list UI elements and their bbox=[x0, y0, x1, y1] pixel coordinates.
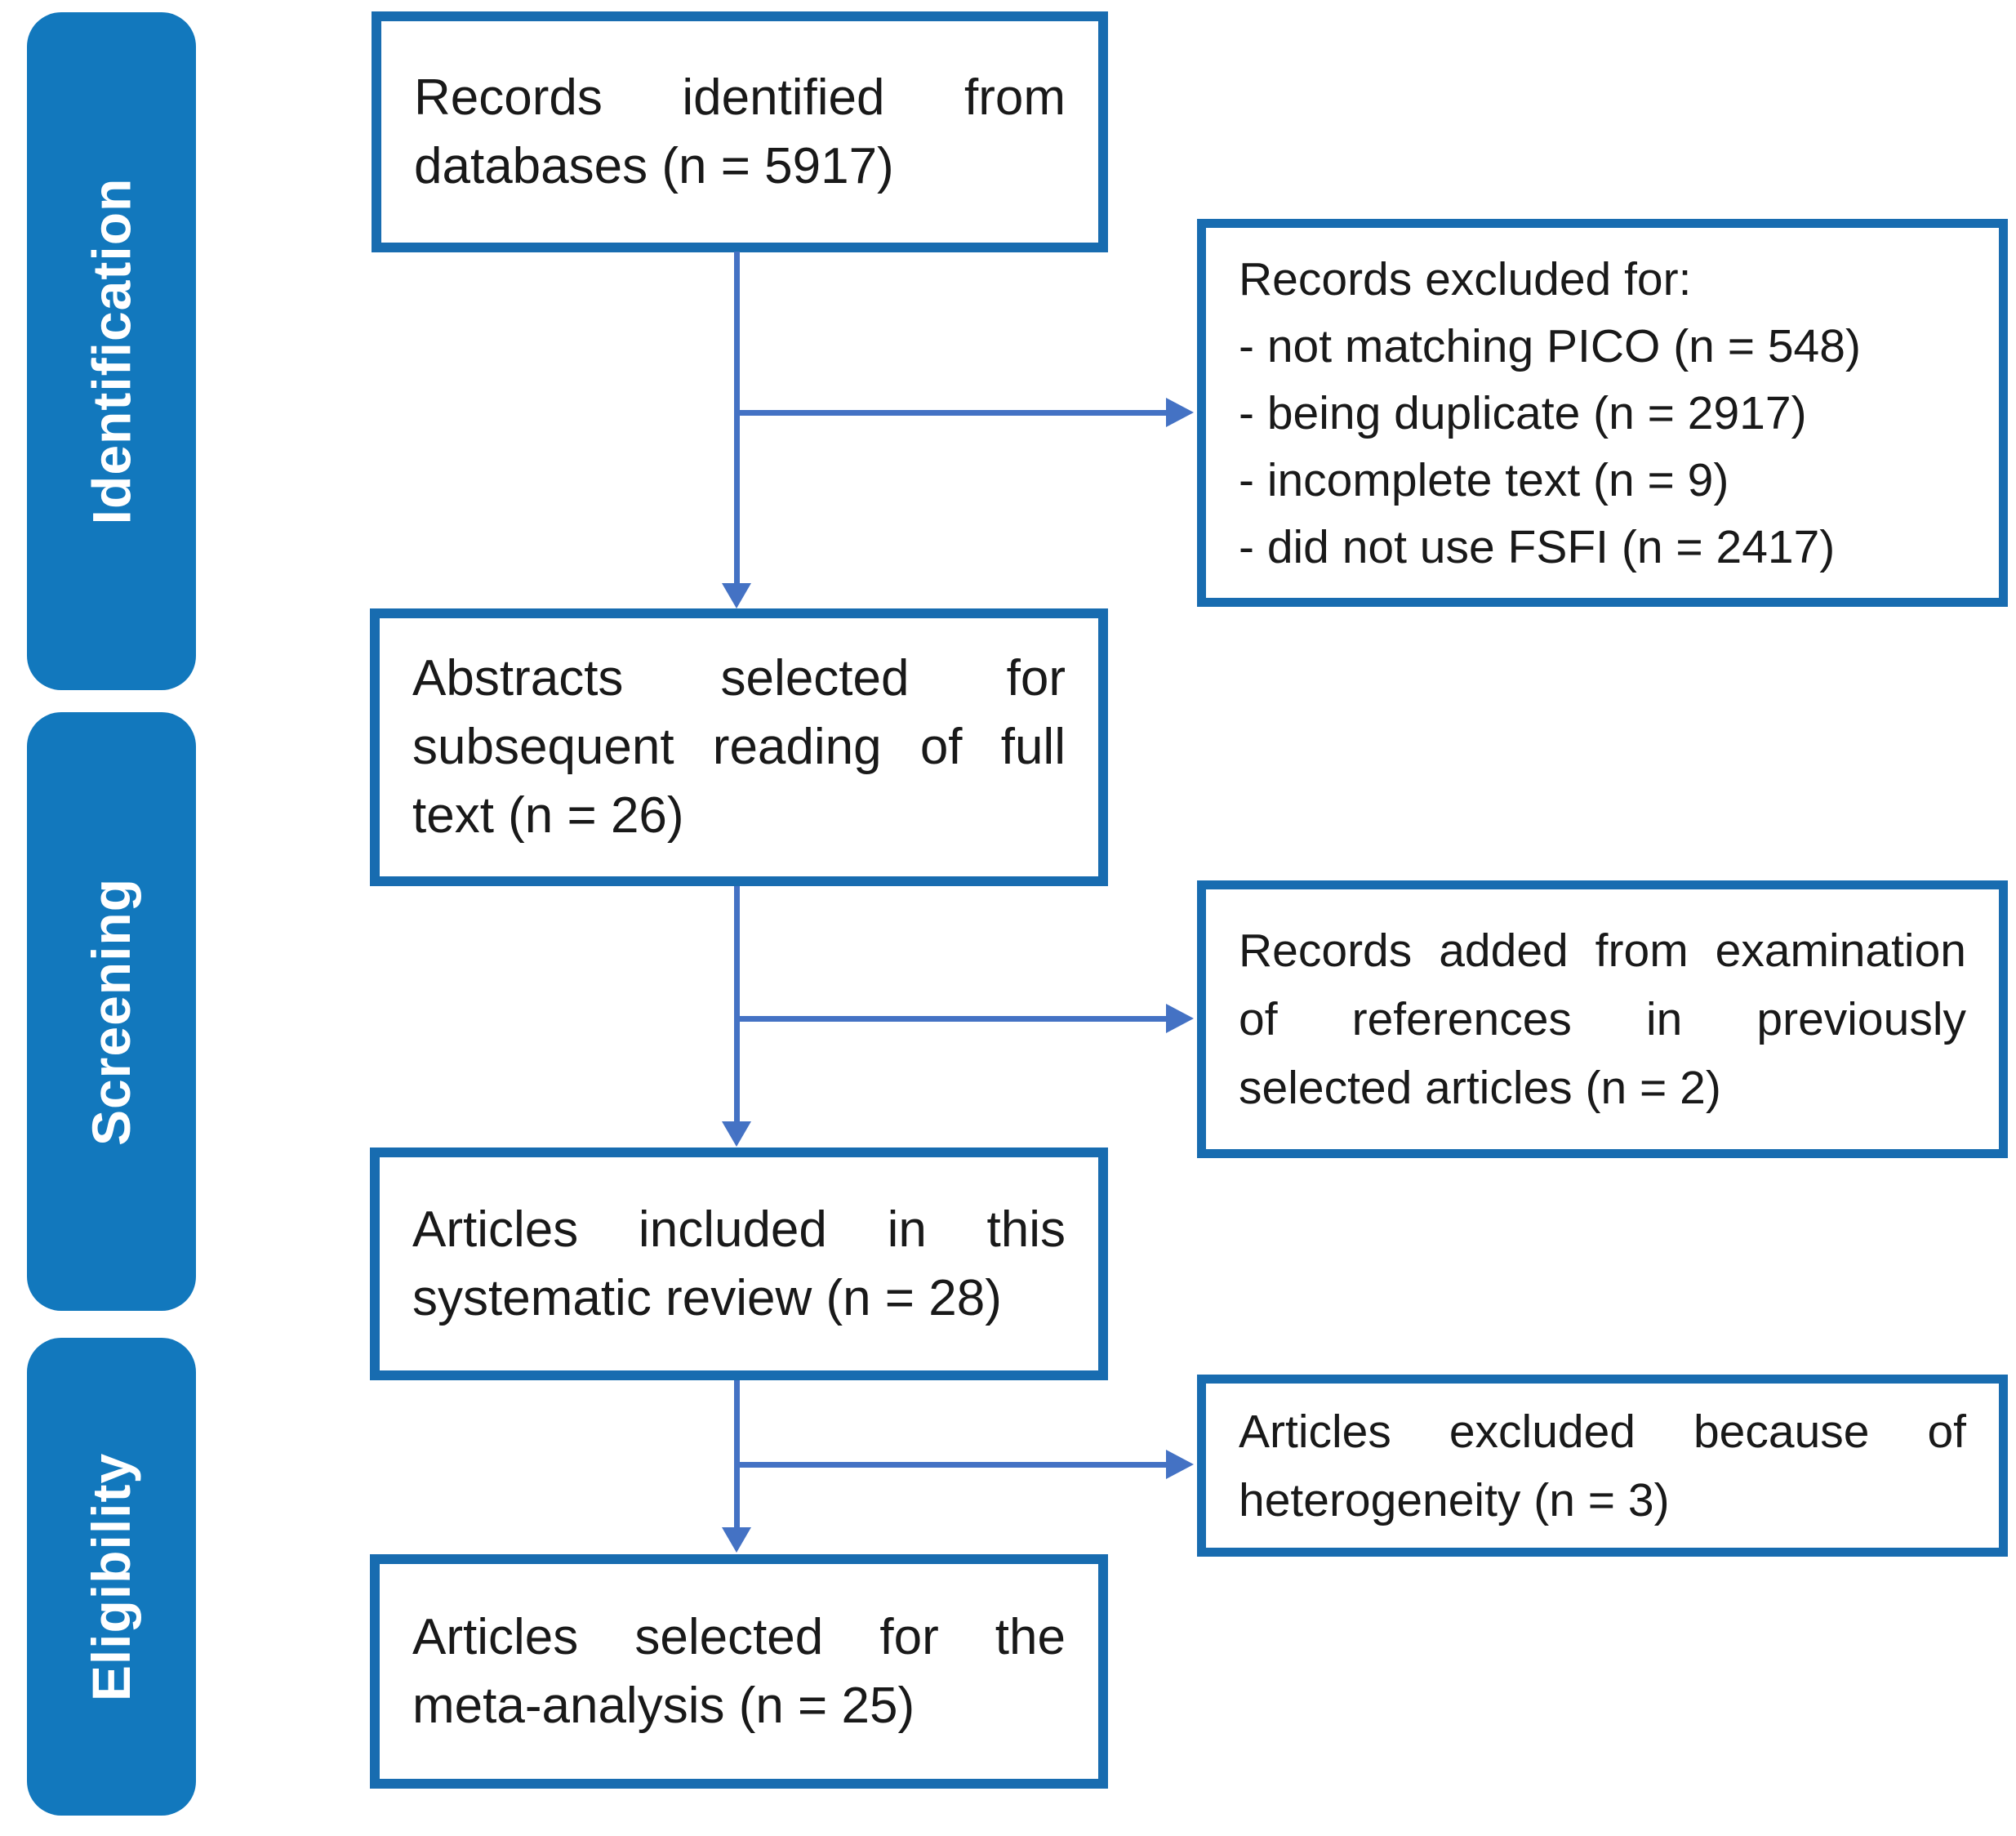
records-excluded-item: - being duplicate (n = 2917) bbox=[1239, 386, 1807, 439]
box-articles-excluded: Articles excluded because of heterogenei… bbox=[1197, 1375, 2008, 1557]
box-articles-selected: Articles selected for the meta-analysis … bbox=[370, 1554, 1108, 1789]
box-articles-selected-text: Articles selected for the meta-analysis … bbox=[412, 1608, 1066, 1734]
box-articles-included: Articles included in this systematic rev… bbox=[370, 1148, 1108, 1380]
box-records-identified-text: Records identified from databases (n = 5… bbox=[414, 69, 1066, 194]
box-articles-excluded-text: Articles excluded because of heterogenei… bbox=[1239, 1405, 1966, 1526]
connector-included-to-selected bbox=[734, 1380, 740, 1529]
box-records-excluded-text: Records excluded for: - not matching PIC… bbox=[1206, 246, 1999, 581]
records-excluded-heading: Records excluded for: bbox=[1239, 252, 1692, 305]
connector-to-records-added bbox=[737, 1016, 1168, 1022]
box-abstracts-selected: Abstracts selected for subsequent readin… bbox=[370, 608, 1108, 886]
stage-screening: Screening bbox=[27, 712, 196, 1311]
arrow-down-icon bbox=[722, 583, 751, 608]
box-abstracts-selected-text: Abstracts selected for subsequent readin… bbox=[412, 650, 1066, 844]
records-excluded-item: - incomplete text (n = 9) bbox=[1239, 453, 1729, 506]
arrow-right-icon bbox=[1166, 1450, 1194, 1479]
stage-eligibility: Eligibility bbox=[27, 1338, 196, 1816]
connector-identified-to-abstracts bbox=[734, 252, 740, 585]
connector-to-articles-excluded bbox=[737, 1462, 1168, 1468]
stage-identification-label: Identification bbox=[81, 177, 142, 525]
stage-identification: Identification bbox=[27, 12, 196, 690]
connector-to-records-excluded bbox=[737, 410, 1168, 416]
records-excluded-item: - did not use FSFI (n = 2417) bbox=[1239, 520, 1836, 573]
stage-eligibility-label: Eligibility bbox=[81, 1452, 142, 1701]
stage-screening-label: Screening bbox=[81, 877, 142, 1146]
connector-abstracts-to-included bbox=[734, 886, 740, 1123]
box-records-added-text: Records added from examination of refere… bbox=[1239, 925, 1966, 1114]
arrow-right-icon bbox=[1166, 398, 1194, 427]
box-records-excluded: Records excluded for: - not matching PIC… bbox=[1197, 219, 2008, 607]
arrow-down-icon bbox=[722, 1527, 751, 1553]
box-articles-included-text: Articles included in this systematic rev… bbox=[412, 1201, 1066, 1326]
box-records-added: Records added from examination of refere… bbox=[1197, 880, 2008, 1158]
arrow-down-icon bbox=[722, 1121, 751, 1147]
records-excluded-item: - not matching PICO (n = 548) bbox=[1239, 319, 1861, 372]
arrow-right-icon bbox=[1166, 1004, 1194, 1033]
box-records-identified: Records identified from databases (n = 5… bbox=[372, 11, 1108, 252]
